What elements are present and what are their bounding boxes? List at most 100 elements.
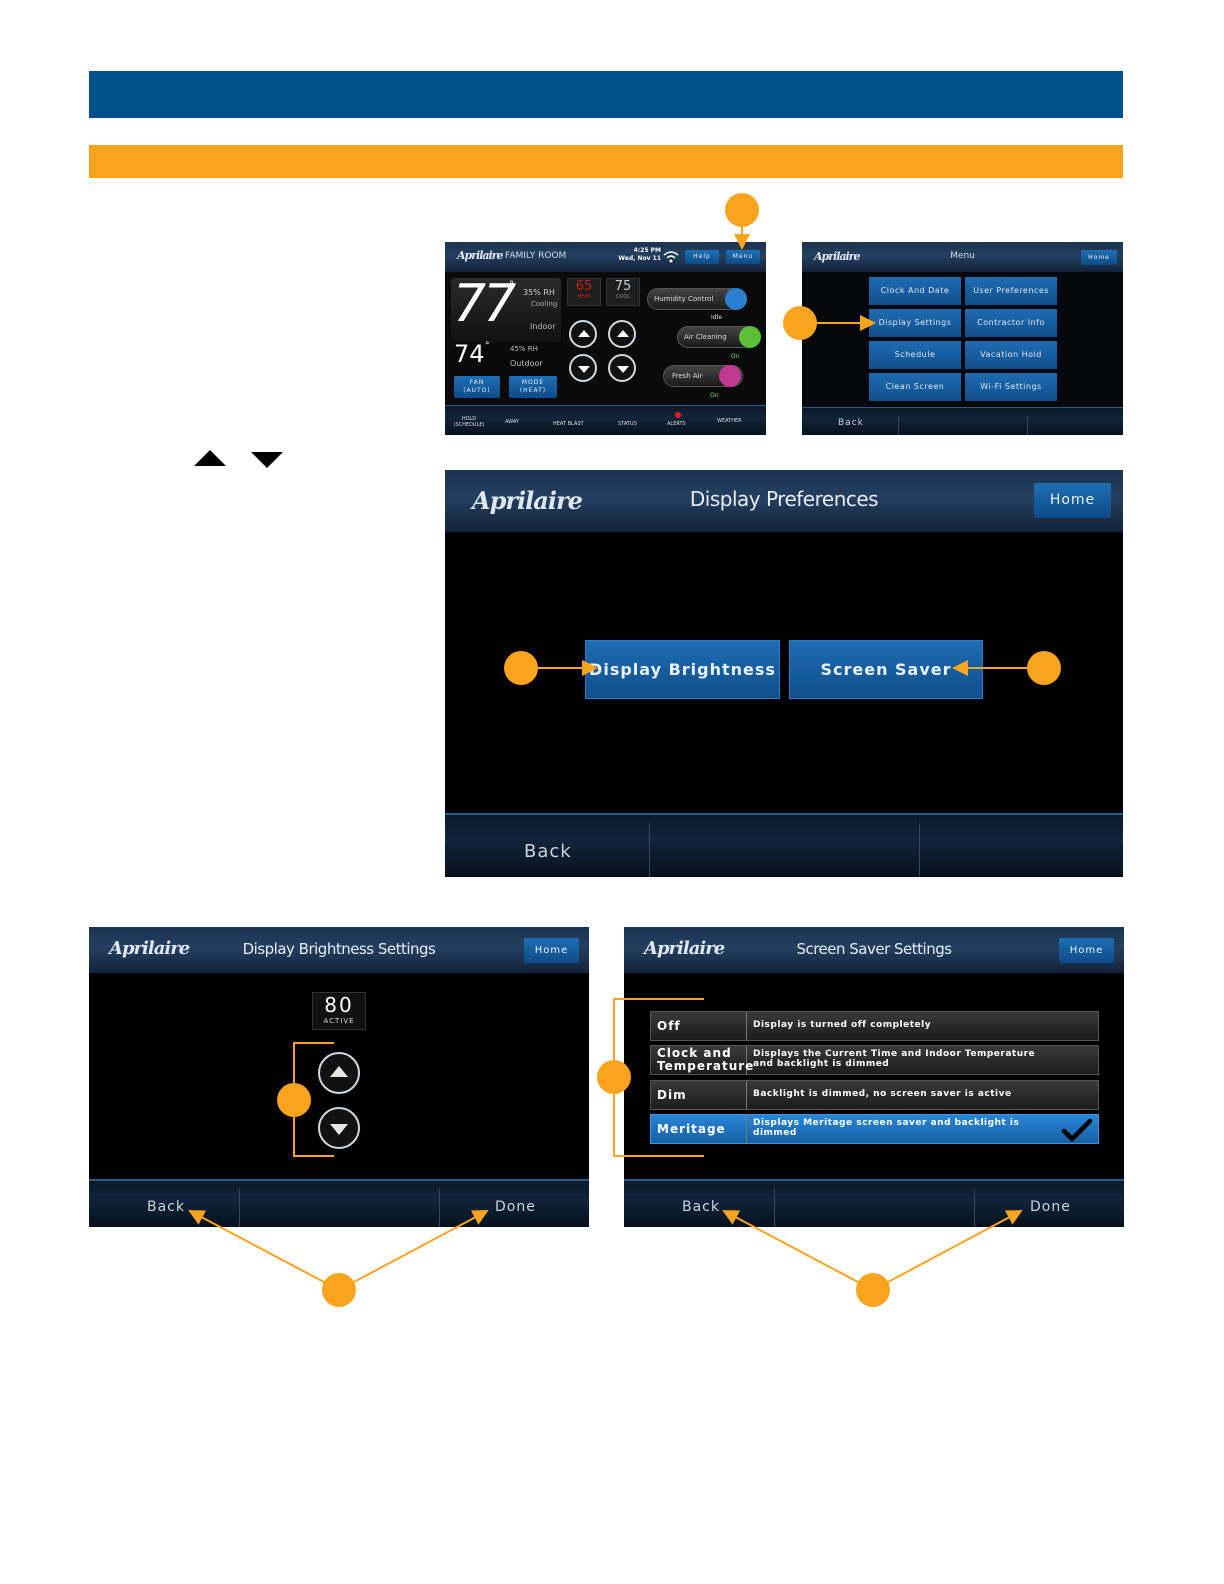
screen-saver-button[interactable]: Screen Saver xyxy=(789,640,983,699)
heat-setpoint: 65 HEAT xyxy=(567,278,601,306)
cool-up-button[interactable] xyxy=(608,320,636,348)
status-button[interactable]: STATUS xyxy=(618,421,637,427)
hold-button[interactable]: HOLD(SCHEDULE) xyxy=(453,416,485,428)
heat-up-button[interactable] xyxy=(569,320,597,348)
fresh-air-icon xyxy=(719,365,741,387)
callout-marker xyxy=(504,651,538,685)
section-bar xyxy=(89,145,1123,178)
back-button[interactable]: Back xyxy=(524,841,572,862)
down-arrow-icon xyxy=(251,452,283,468)
schedule-button[interactable]: Schedule xyxy=(869,341,961,369)
brightness-state: ACTIVE xyxy=(323,1017,355,1025)
display-settings-button[interactable]: Display Settings xyxy=(869,309,961,337)
menu-title: Menu xyxy=(950,251,975,261)
home-header: Aprilaire FAMILY ROOM 4:25 PM Wed, Nov 1… xyxy=(445,242,766,272)
home-button[interactable]: Home xyxy=(1059,938,1114,963)
menu-screen: Aprilaire Menu Home Clock And Date User … xyxy=(802,242,1123,435)
clean-screen-button[interactable]: Clean Screen xyxy=(869,373,961,401)
air-cleaning-label: Air Cleaning xyxy=(684,333,727,341)
clock-and-date-button[interactable]: Clock And Date xyxy=(869,277,961,305)
fan-value: (AUTO) xyxy=(463,387,491,394)
down-arrow-icon xyxy=(617,366,629,373)
display-brightness-button[interactable]: Display Brightness xyxy=(585,640,780,699)
screensaver-option-clock-and-temperature[interactable]: Clock and Temperature Displays the Curre… xyxy=(650,1045,1099,1075)
wifi-settings-button[interactable]: Wi-Fi Settings xyxy=(965,373,1057,401)
screen-saver-settings-screen: Aprilaire Screen Saver Settings Home Off… xyxy=(624,927,1124,1227)
aprilaire-logo: Aprilaire xyxy=(814,250,860,263)
user-preferences-button[interactable]: User Preferences xyxy=(965,277,1057,305)
indoor-rh: 35% RH xyxy=(523,288,555,297)
up-arrow-icon xyxy=(330,1066,348,1077)
aprilaire-logo: Aprilaire xyxy=(644,938,725,959)
screensaver-option-off[interactable]: Off Display is turned off completely xyxy=(650,1011,1099,1041)
title-bar xyxy=(89,71,1123,118)
cool-setpoint-value: 75 xyxy=(614,279,632,294)
footer-divider xyxy=(649,823,650,877)
contractor-info-button[interactable]: Contractor Info xyxy=(965,309,1057,337)
display-prefs-footer: Back xyxy=(445,813,1123,877)
callout-marker xyxy=(277,1083,311,1117)
menu-button[interactable]: Menu xyxy=(726,250,760,264)
callout-arrow xyxy=(338,1210,489,1291)
brightness-header: Aprilaire Display Brightness Settings Ho… xyxy=(89,927,589,973)
down-arrow-icon xyxy=(330,1124,348,1135)
room-name: FAMILY ROOM xyxy=(505,251,567,261)
help-button[interactable]: Help xyxy=(685,250,719,264)
mode-value: (HEAT) xyxy=(519,387,547,394)
fan-label: FAN xyxy=(469,379,485,386)
home-screen: Aprilaire FAMILY ROOM 4:25 PM Wed, Nov 1… xyxy=(445,242,766,435)
air-cleaning-pill[interactable]: Air Cleaning xyxy=(677,326,757,348)
callout-arrow xyxy=(722,1210,874,1291)
back-button[interactable]: Back xyxy=(838,418,864,428)
option-description: Displays the Current Time and Indoor Tem… xyxy=(753,1049,1036,1069)
fresh-air-label: Fresh Air xyxy=(672,372,703,380)
display-prefs-header: Aprilaire Display Preferences Home xyxy=(445,470,1123,532)
callout-marker xyxy=(1027,651,1061,685)
weather-button[interactable]: WEATHER xyxy=(717,418,742,424)
brightness-up-button[interactable] xyxy=(318,1052,360,1094)
option-label: Meritage xyxy=(651,1115,747,1143)
footer-divider xyxy=(774,1189,775,1227)
option-label: Clock and Temperature xyxy=(651,1046,753,1074)
mode-label: MODE xyxy=(521,379,545,386)
footer-divider xyxy=(898,416,899,435)
alerts-button[interactable]: ALERTS xyxy=(667,421,686,427)
aprilaire-logo: Aprilaire xyxy=(457,249,503,262)
outdoor-temp: 74 xyxy=(454,340,485,368)
down-arrow-icon xyxy=(578,366,590,373)
cool-setpoint: 75 COOL xyxy=(606,278,640,306)
home-button[interactable]: Home xyxy=(1034,483,1111,518)
outdoor-label: Outdoor xyxy=(510,359,543,368)
done-button[interactable]: Done xyxy=(1030,1199,1071,1215)
screensaver-footer: Back Done xyxy=(624,1179,1124,1227)
humidity-status: Idle xyxy=(711,314,722,321)
option-description: Display is turned off completely xyxy=(753,1020,932,1031)
cool-down-button[interactable] xyxy=(608,354,636,382)
up-arrow-icon xyxy=(578,330,590,337)
callout-marker xyxy=(725,193,759,227)
done-button[interactable]: Done xyxy=(495,1199,536,1215)
clock-time: 4:25 PM xyxy=(633,247,661,254)
screensaver-option-dim[interactable]: Dim Backlight is dimmed, no screen saver… xyxy=(650,1080,1099,1110)
option-description: Backlight is dimmed, no screen saver is … xyxy=(753,1089,1012,1100)
fan-button[interactable]: FAN (AUTO) xyxy=(454,376,500,398)
heat-down-button[interactable] xyxy=(569,354,597,382)
brightness-down-button[interactable] xyxy=(318,1107,360,1149)
away-button[interactable]: AWAY xyxy=(505,419,519,425)
humidity-icon xyxy=(725,288,747,310)
vacation-hold-button[interactable]: Vacation Hold xyxy=(965,341,1057,369)
air-cleaning-status: On xyxy=(731,353,740,360)
heat-setpoint-label: HEAT xyxy=(577,294,591,300)
screensaver-option-meritage[interactable]: Meritage Displays Meritage screen saver … xyxy=(650,1114,1099,1144)
callout-marker xyxy=(783,306,817,340)
mode-button[interactable]: MODE (HEAT) xyxy=(509,376,557,398)
footer-divider xyxy=(439,1189,440,1227)
back-button[interactable]: Back xyxy=(682,1199,720,1215)
home-button[interactable]: Home xyxy=(524,938,579,963)
option-description: Displays Meritage screen saver and backl… xyxy=(753,1118,1020,1138)
back-button[interactable]: Back xyxy=(147,1199,185,1215)
up-arrow-icon xyxy=(194,450,226,466)
heat-blast-button[interactable]: HEAT BLAST xyxy=(553,421,584,427)
home-button[interactable]: Home xyxy=(1081,250,1117,265)
